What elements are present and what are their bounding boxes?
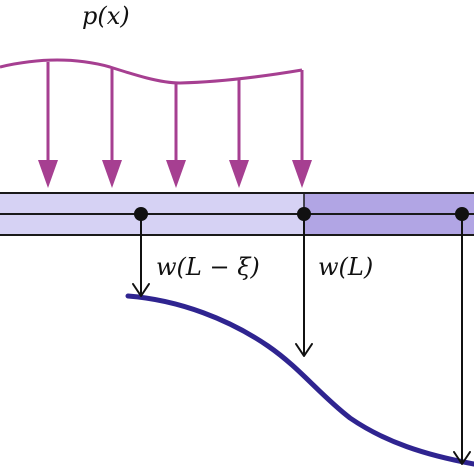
deflection-curve xyxy=(125,293,474,467)
load-arrow-2 xyxy=(102,68,122,188)
load-arrows xyxy=(38,62,312,188)
load-distribution-curve xyxy=(0,58,303,85)
down-arrow-icon xyxy=(295,343,313,357)
deflection-label-end: w(L) xyxy=(318,253,373,281)
beam-nodes xyxy=(134,207,469,221)
dot-icon xyxy=(455,207,469,221)
load-label: p(x) xyxy=(82,2,130,30)
down-arrow-icon xyxy=(132,283,150,297)
deflection-label-inner: w(L − ξ) xyxy=(156,253,260,281)
deflection-arrows xyxy=(132,213,471,465)
dot-icon xyxy=(297,207,311,221)
down-arrow-icon xyxy=(38,160,58,188)
deflection-arrow-end xyxy=(295,213,313,357)
beam xyxy=(0,192,474,236)
down-arrow-icon xyxy=(453,451,471,465)
load-arrow-1 xyxy=(38,62,58,188)
load-arrow-3 xyxy=(166,83,186,188)
down-arrow-icon xyxy=(292,160,312,188)
down-arrow-icon xyxy=(166,160,186,188)
load-arrow-5 xyxy=(292,70,312,188)
down-arrow-icon xyxy=(229,160,249,188)
deflection-arrow-tip xyxy=(453,213,471,465)
down-arrow-icon xyxy=(102,160,122,188)
load-arrow-4 xyxy=(229,78,249,188)
deflection-arrow-inner xyxy=(132,213,150,297)
dot-icon xyxy=(134,207,148,221)
